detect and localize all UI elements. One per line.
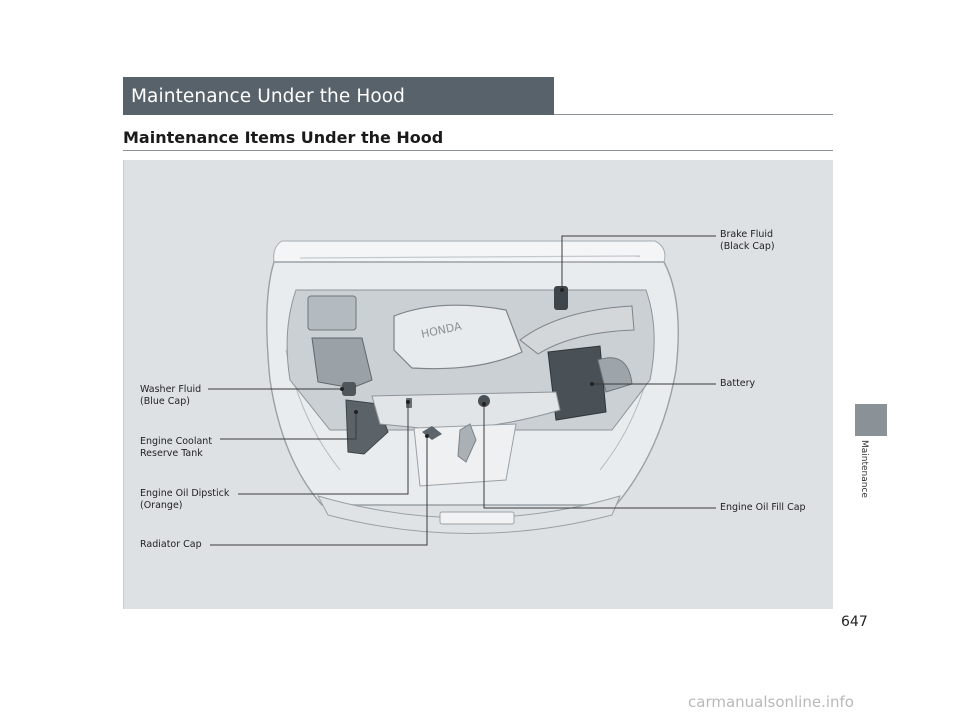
leader-dot — [406, 400, 410, 404]
engine-cover — [393, 304, 523, 370]
fuse-box-shape — [307, 295, 357, 331]
leader-dots — [340, 288, 594, 438]
oil-fill-cap — [478, 395, 490, 407]
panel-left-rule — [123, 160, 124, 609]
leader-dot — [354, 410, 358, 414]
chapter-tab — [855, 404, 887, 436]
leader-engine-coolant — [220, 412, 357, 440]
callout-engine-oil-dipstick: Engine Oil Dipstick (Orange) — [140, 488, 230, 511]
section-title: Maintenance Under the Hood — [131, 86, 406, 107]
subsection-title: Maintenance Items Under the Hood — [123, 128, 444, 147]
leader-dot — [340, 387, 344, 391]
callout-radiator-cap: Radiator Cap — [140, 539, 202, 550]
leader-oil-fill-cap — [483, 404, 716, 509]
washer-fluid-cap — [342, 382, 356, 396]
license-plate-shape — [439, 511, 515, 525]
leader-dot — [560, 288, 564, 292]
callout-washer-fluid: Washer Fluid (Blue Cap) — [140, 384, 202, 407]
chapter-label: Maintenance — [859, 440, 869, 498]
callout-battery: Battery — [720, 378, 756, 389]
banner-rule — [554, 114, 833, 115]
callout-engine-oil-fill-cap: Engine Oil Fill Cap — [720, 502, 806, 513]
leader-brake-fluid — [561, 235, 716, 290]
radiator-cap — [422, 426, 442, 440]
section-banner: Maintenance Under the Hood — [123, 77, 554, 115]
left-engine-parts — [311, 337, 373, 389]
intake-tube — [519, 305, 635, 355]
watermark-text: carmanualsonline.info — [688, 693, 854, 711]
brake-fluid-reservoir — [554, 286, 568, 310]
subsection-rule — [123, 150, 833, 151]
page-number: 647 — [841, 614, 868, 630]
leader-dot — [425, 434, 429, 438]
leader-oil-dipstick — [238, 402, 409, 495]
hood-line — [299, 255, 641, 259]
callout-engine-coolant: Engine Coolant Reserve Tank — [140, 436, 213, 459]
leader-dot — [482, 402, 486, 406]
leader-lines — [208, 235, 716, 546]
hood-latch — [457, 423, 477, 463]
callout-brake-fluid: Brake Fluid (Black Cap) — [720, 229, 775, 252]
leader-radiator-cap — [210, 436, 428, 546]
bumper-shape — [317, 495, 621, 534]
leader-dot — [590, 382, 594, 386]
